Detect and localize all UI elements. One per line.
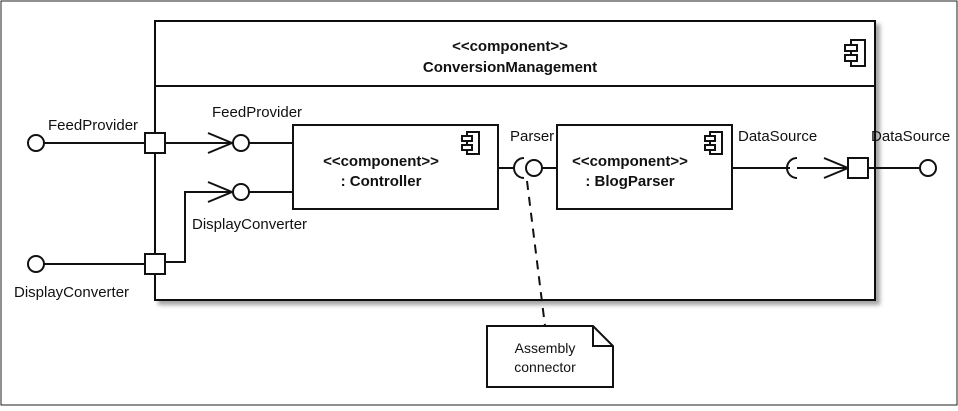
controller-name: : Controller	[341, 173, 422, 190]
component-icon	[461, 131, 480, 155]
parser-label: Parser	[510, 128, 554, 145]
controller-component: <<component>> : Controller	[292, 124, 499, 210]
feed-provider-port	[144, 132, 166, 154]
feed-provider-delegation: FeedProvider	[165, 104, 302, 154]
display-converter-external-label: DisplayConverter	[14, 284, 129, 301]
controller-stereotype: <<component>>	[323, 153, 439, 170]
display-converter-external-interface: DisplayConverter	[14, 255, 145, 301]
data-source-external-interface: DataSource	[868, 128, 950, 177]
display-converter-port	[144, 253, 166, 275]
feed-provider-external-interface: FeedProvider	[27, 117, 145, 152]
component-icon	[704, 131, 723, 155]
assembly-connector-note: Assembly connector	[486, 325, 614, 388]
blog-parser-name: : BlogParser	[585, 173, 674, 190]
outer-component-name: ConversionManagement	[423, 59, 597, 76]
blog-parser-stereotype: <<component>>	[572, 153, 688, 170]
parser-assembly-connector: Parser	[498, 128, 557, 179]
note-anchor-line	[526, 180, 546, 327]
note-line-1: Assembly	[515, 340, 576, 356]
data-source-internal-label: DataSource	[738, 128, 817, 145]
feed-provider-external-label: FeedProvider	[48, 117, 138, 134]
outer-stereotype: <<component>>	[452, 38, 568, 55]
blog-parser-component: <<component>> : BlogParser	[556, 124, 733, 210]
display-converter-delegation: DisplayConverter	[165, 181, 307, 263]
feed-provider-internal-label: FeedProvider	[212, 104, 302, 121]
outer-component-conversion-management: <<component>> ConversionManagement	[154, 20, 876, 301]
note-line-2: connector	[514, 359, 576, 375]
data-source-delegation: DataSource	[732, 128, 851, 179]
data-source-port	[847, 157, 869, 179]
display-converter-internal-label: DisplayConverter	[192, 216, 307, 233]
component-icon	[844, 39, 866, 67]
data-source-external-label: DataSource	[871, 128, 950, 145]
